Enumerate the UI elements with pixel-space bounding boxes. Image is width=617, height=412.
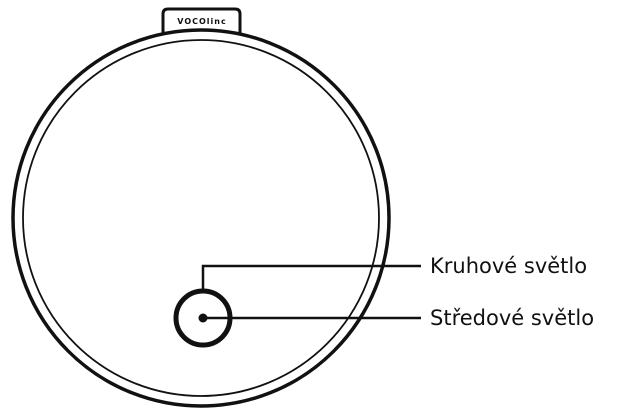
- brand-tab-text: VOCOlinc: [177, 17, 226, 26]
- center-light-label: Středové světlo: [430, 306, 594, 330]
- device-outer-rim: [11, 28, 391, 408]
- ring-light-label: Kruhové světlo: [430, 254, 587, 278]
- device-inner-rim: [22, 39, 380, 397]
- ring-light-leader-line: [201, 264, 421, 291]
